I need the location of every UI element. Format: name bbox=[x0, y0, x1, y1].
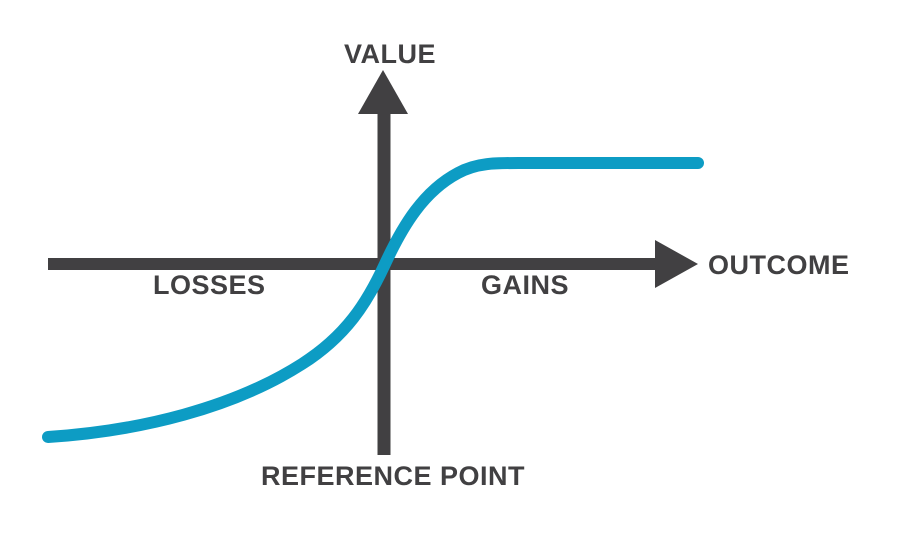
x-axis-label: OUTCOME bbox=[708, 250, 850, 280]
x-axis-arrowhead-icon bbox=[655, 240, 698, 288]
y-axis-arrowhead-icon bbox=[358, 70, 408, 114]
reference-point-label: REFERENCE POINT bbox=[261, 461, 526, 491]
value-curve bbox=[42, 156, 704, 443]
losses-label: LOSSES bbox=[153, 270, 266, 300]
y-axis-label: VALUE bbox=[344, 39, 437, 69]
gains-label: GAINS bbox=[481, 270, 570, 300]
